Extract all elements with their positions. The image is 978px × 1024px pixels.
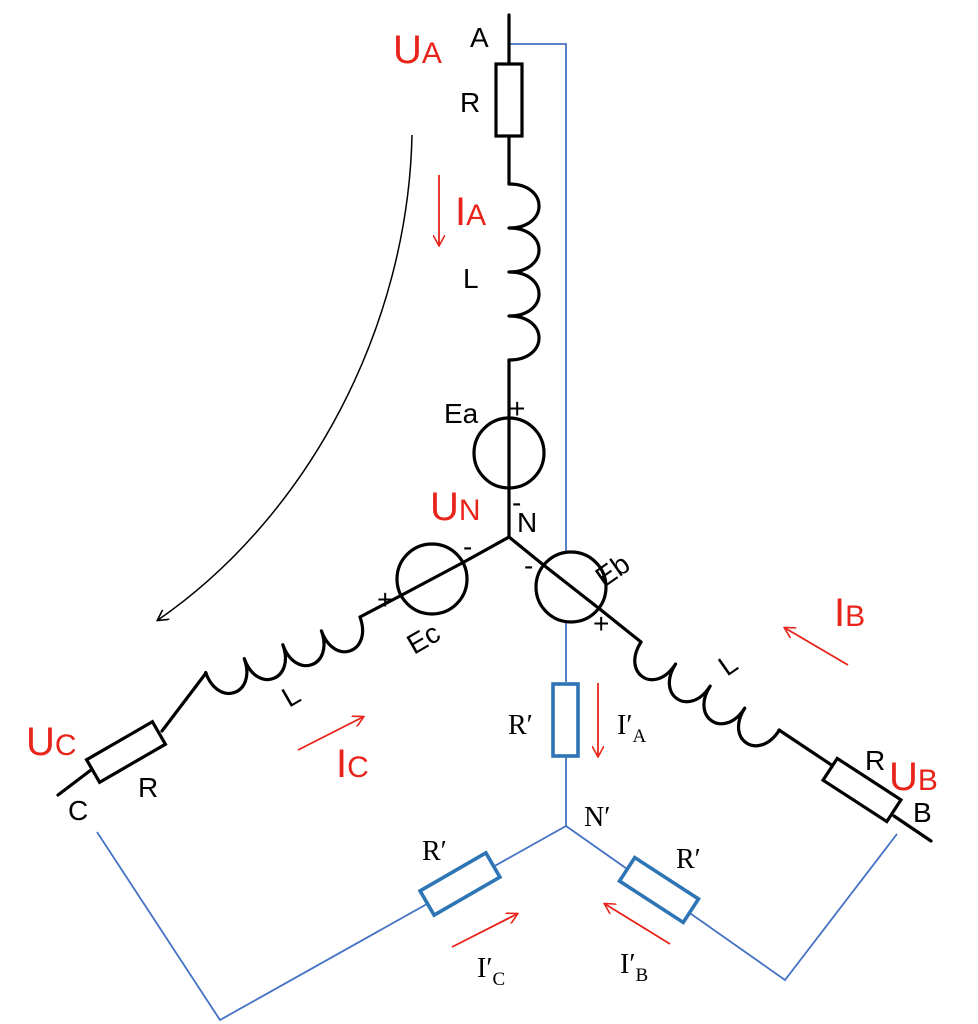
current-ic-prime-label: I′C [477, 953, 505, 990]
source-c-label: Ec [402, 617, 446, 660]
arrow-ic-prime [451, 914, 517, 948]
resistor-c-label: R [138, 772, 158, 803]
source-c-minus: - [463, 531, 472, 562]
load-resistor-b-label: R′ [676, 844, 701, 875]
arrow-ib-prime [605, 904, 671, 945]
load-resistor-a [551, 682, 580, 758]
source-a-label: Ea [444, 398, 479, 429]
voltage-uc-label: UC [26, 720, 77, 764]
source-b-inner-line [539, 561, 603, 612]
wire-c-outer [56, 768, 93, 797]
current-ib-label: IB [834, 591, 865, 635]
load-wire-b [565, 825, 898, 982]
source-a-plus: + [509, 393, 525, 424]
voltage-ua-label: UA [393, 28, 442, 72]
inductor-a-label: L [463, 263, 479, 294]
load-wire-a [510, 43, 567, 682]
node-n-prime-label: N′ [584, 802, 610, 833]
inductor-c-label: L [277, 679, 306, 714]
resistor-a [494, 62, 524, 138]
resistor-b-label: R [865, 745, 885, 776]
wire-b-n-e [507, 535, 543, 565]
wire-b-e-l [599, 608, 643, 644]
source-b-minus: - [524, 550, 533, 581]
node-a-label: A [470, 22, 489, 53]
phase-rotation-arrow [158, 134, 413, 620]
wire-c-e-l [358, 594, 402, 619]
inductor-c [204, 615, 364, 695]
arrow-ib [785, 628, 849, 666]
load-resistor-c [417, 850, 503, 918]
source-a-minus: - [512, 487, 521, 518]
inductor-b [633, 640, 781, 748]
source-c-plus: + [377, 584, 393, 615]
current-ia-prime-label: I′A [617, 710, 646, 747]
node-n-label: N [517, 507, 537, 538]
current-ib-prime-label: I′B [620, 949, 648, 986]
node-b-label: B [913, 797, 932, 828]
source-c-inner-line [398, 560, 466, 598]
current-arrows [297, 175, 849, 948]
voltage-ub-label: UB [889, 755, 938, 799]
load-circuit [96, 43, 898, 1022]
load-wire-c [96, 825, 567, 1022]
resistor-b [820, 756, 904, 824]
resistor-c [84, 719, 168, 785]
source-b-plus: + [593, 608, 609, 639]
load-resistor-c-label: R′ [422, 836, 447, 867]
inductor-b-label: L [713, 648, 744, 682]
resistor-a-label: R [460, 87, 480, 118]
wire-c-l-r [160, 671, 208, 733]
wire-b-l-r [777, 728, 838, 770]
load-resistor-a-label: R′ [508, 710, 533, 741]
source-circuit [56, 13, 933, 843]
current-ia-label: IA [455, 190, 486, 234]
arrow-ic [297, 717, 363, 751]
voltage-un-label: UN [430, 485, 481, 529]
wire-c-n-e [462, 535, 511, 564]
current-ic-label: IC [336, 742, 369, 786]
load-resistor-b [617, 855, 701, 925]
inductor-a [507, 182, 541, 362]
node-c-label: C [68, 795, 88, 826]
wire-b-outer [892, 814, 933, 843]
